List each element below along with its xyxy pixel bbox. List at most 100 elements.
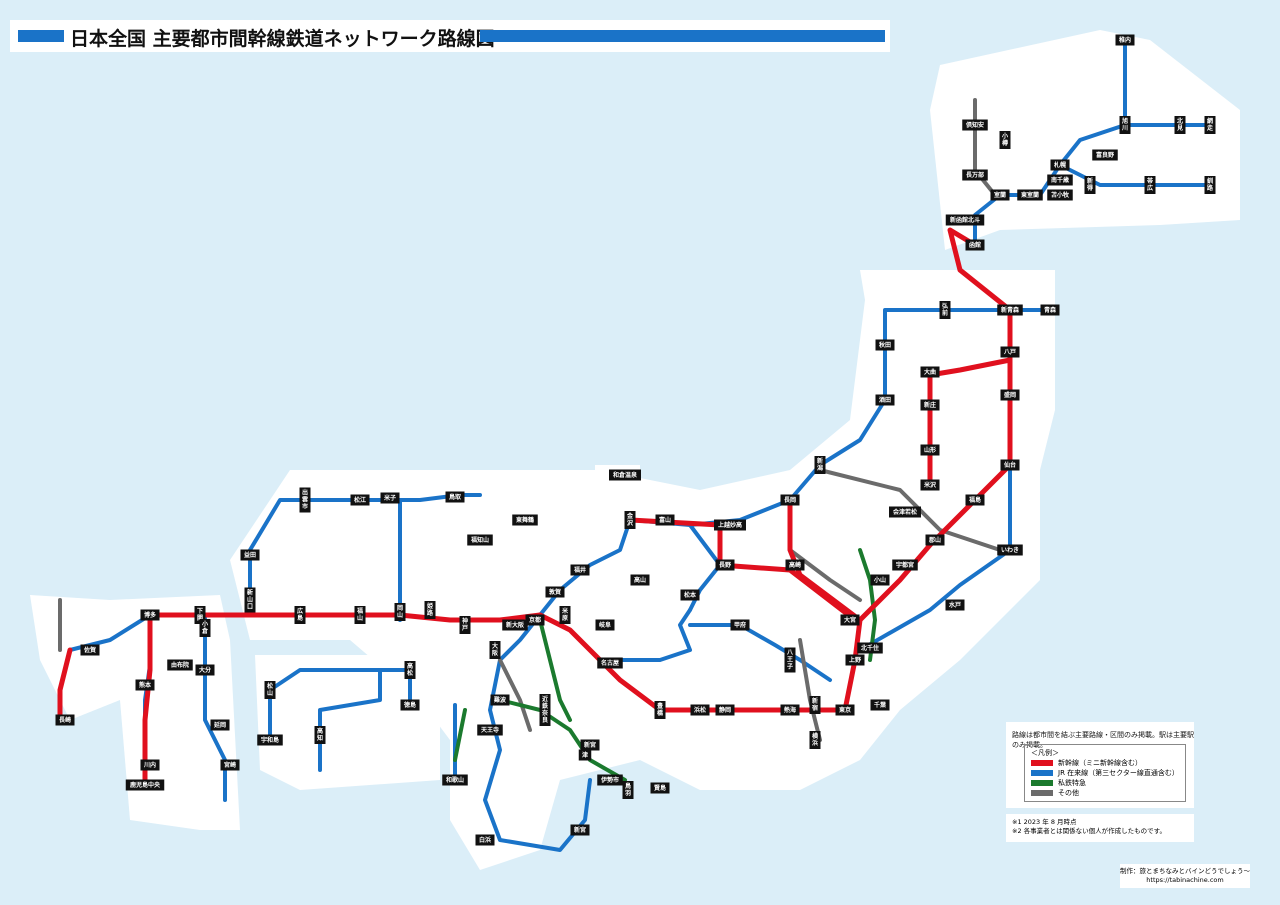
station-morioka bbox=[1000, 389, 1020, 401]
station-label-kokura: 小倉 bbox=[201, 620, 209, 635]
station-label-hachinohe: 八戸 bbox=[1003, 348, 1016, 356]
station-label-shinnonomiya: 新宮 bbox=[584, 741, 596, 749]
station-label-ise: 伊勢市 bbox=[600, 776, 619, 784]
station-masuda bbox=[240, 549, 260, 561]
station-label-mito: 水戸 bbox=[949, 601, 961, 609]
station-omiya bbox=[840, 614, 860, 626]
station-label-toba: 鳥羽 bbox=[625, 782, 631, 797]
shinkansen-tokaido bbox=[537, 612, 848, 713]
station-saga bbox=[80, 644, 100, 656]
station-label-oshamambe: 長万部 bbox=[966, 171, 984, 179]
station-label-gifu: 岐阜 bbox=[599, 621, 611, 629]
station-kashikojima bbox=[650, 782, 670, 794]
legend-caption: 路線は都市間を結ぶ主要路線・区間のみ掲載。駅は主要駅のみ掲載。 bbox=[1012, 731, 1194, 749]
station-nobeoka bbox=[210, 719, 230, 731]
station-label-maibara: 米原 bbox=[562, 607, 568, 622]
station-matsue bbox=[350, 494, 370, 506]
station-label-oyama: 小山 bbox=[873, 576, 886, 584]
station-himeji bbox=[424, 601, 436, 619]
station-label-tennoji: 天王寺 bbox=[481, 726, 499, 734]
station-ise bbox=[597, 774, 623, 786]
station-label-omiya: 大宮 bbox=[844, 616, 856, 624]
station-kobe bbox=[459, 616, 471, 634]
private-line-nankai bbox=[453, 708, 467, 762]
station-toyama bbox=[655, 514, 675, 526]
legend-swatch bbox=[1031, 759, 1053, 766]
shinkansen-akita bbox=[927, 357, 1013, 453]
station-joetsu bbox=[714, 519, 746, 531]
station-shinosaka bbox=[502, 619, 528, 631]
station-shingu bbox=[570, 824, 590, 836]
station-yamagata bbox=[920, 444, 940, 456]
station-wakkanai bbox=[1115, 34, 1135, 46]
station-label-abashiri: 網走 bbox=[1207, 117, 1213, 132]
station-higashimuroran bbox=[1017, 189, 1043, 201]
station-label-takayama: 高山 bbox=[634, 576, 646, 584]
station-hachioji bbox=[784, 647, 796, 673]
station-label-fukuyama: 福山 bbox=[356, 607, 363, 622]
shinkansen-tohoku bbox=[842, 307, 1013, 713]
legend: 路線は都市間を結ぶ主要路線・区間のみ掲載。駅は主要駅のみ掲載。 ＜凡例＞ 新幹線… bbox=[1006, 722, 1194, 808]
station-tsuruga bbox=[545, 586, 565, 598]
station-label-shinosaka: 新大阪 bbox=[506, 621, 524, 629]
station-label-yokohama: 横浜 bbox=[812, 732, 819, 747]
station-shintokushima bbox=[1084, 176, 1096, 194]
legend-item-jr: JR 在来線（第三セクター線直通含む） bbox=[1031, 768, 1179, 777]
station-kofu bbox=[730, 619, 750, 631]
station-label-tokushima: 徳島 bbox=[403, 701, 416, 709]
station-label-sapporo: 札幌 bbox=[1053, 161, 1066, 169]
station-label-kumamoto: 熊本 bbox=[139, 681, 152, 689]
station-miyazaki bbox=[220, 759, 240, 771]
station-otaru bbox=[999, 131, 1011, 149]
station-iwaki bbox=[997, 544, 1023, 556]
station-fukuchiyama bbox=[467, 534, 493, 546]
station-label-takasaki: 高崎 bbox=[789, 561, 801, 569]
station-label-chiba: 千葉 bbox=[874, 701, 887, 709]
station-shinjo bbox=[920, 399, 940, 411]
station-furano bbox=[1092, 149, 1118, 161]
station-kitasenju bbox=[857, 642, 883, 654]
station-namba bbox=[490, 694, 510, 706]
private-line-kintetsu-kyoto bbox=[538, 618, 572, 722]
station-label-hiroshima: 広島 bbox=[297, 607, 303, 622]
station-oita bbox=[195, 664, 215, 676]
station-label-nagaoka: 長岡 bbox=[784, 496, 796, 504]
station-tokyo bbox=[835, 704, 855, 716]
station-label-tsu: 津 bbox=[582, 751, 588, 759]
station-yokohama bbox=[809, 731, 821, 749]
station-hachinohe bbox=[1000, 346, 1020, 358]
station-niigata bbox=[814, 456, 826, 474]
station-fukuyama bbox=[354, 606, 366, 624]
station-okayama bbox=[394, 603, 406, 621]
station-label-miyazaki: 宮崎 bbox=[224, 761, 236, 769]
station-label-matsue: 松江 bbox=[354, 496, 366, 504]
station-wajima bbox=[609, 469, 641, 481]
station-osaka bbox=[489, 641, 501, 659]
station-label-kagoshima: 鹿児島中央 bbox=[129, 781, 161, 789]
station-label-asahikawa: 旭川 bbox=[1121, 117, 1128, 132]
legend-item-private: 私鉄特急 bbox=[1031, 779, 1086, 787]
station-label-sakata: 酒田 bbox=[879, 396, 891, 404]
station-shinnonomiya bbox=[580, 739, 600, 751]
station-label-kofu: 甲府 bbox=[734, 621, 746, 629]
station-label-matsuyama: 松山 bbox=[267, 682, 273, 697]
station-oyama bbox=[870, 574, 890, 586]
page-title: 日本全国 主要都市間幹線鉄道ネットワーク路線図 bbox=[70, 28, 495, 50]
station-label-utsunomiya: 宇都宮 bbox=[896, 561, 914, 569]
station-nagasaki bbox=[55, 714, 75, 726]
legend-label: JR 在来線（第三セクター線直通含む） bbox=[1058, 768, 1179, 777]
legend-swatch bbox=[1031, 789, 1053, 796]
station-kochi bbox=[314, 726, 326, 744]
station-label-osaka: 大阪 bbox=[492, 642, 498, 657]
station-sapporo bbox=[1050, 159, 1070, 171]
rail-lines bbox=[57, 38, 1212, 852]
station-yonezawa bbox=[920, 479, 940, 491]
credit: 制作：旅とまちなみとバインどうでしょう～ https://tabinachine… bbox=[1120, 864, 1250, 888]
station-label-nagasaki: 長崎 bbox=[59, 716, 71, 724]
station-label-hirosaki: 弘前 bbox=[942, 302, 948, 317]
station-label-uwajima: 宇和島 bbox=[261, 736, 279, 744]
station-uwajima bbox=[257, 734, 283, 746]
station-koriyama bbox=[925, 534, 945, 546]
title-stripe-right bbox=[480, 30, 885, 42]
station-label-namba: 難波 bbox=[494, 696, 507, 704]
